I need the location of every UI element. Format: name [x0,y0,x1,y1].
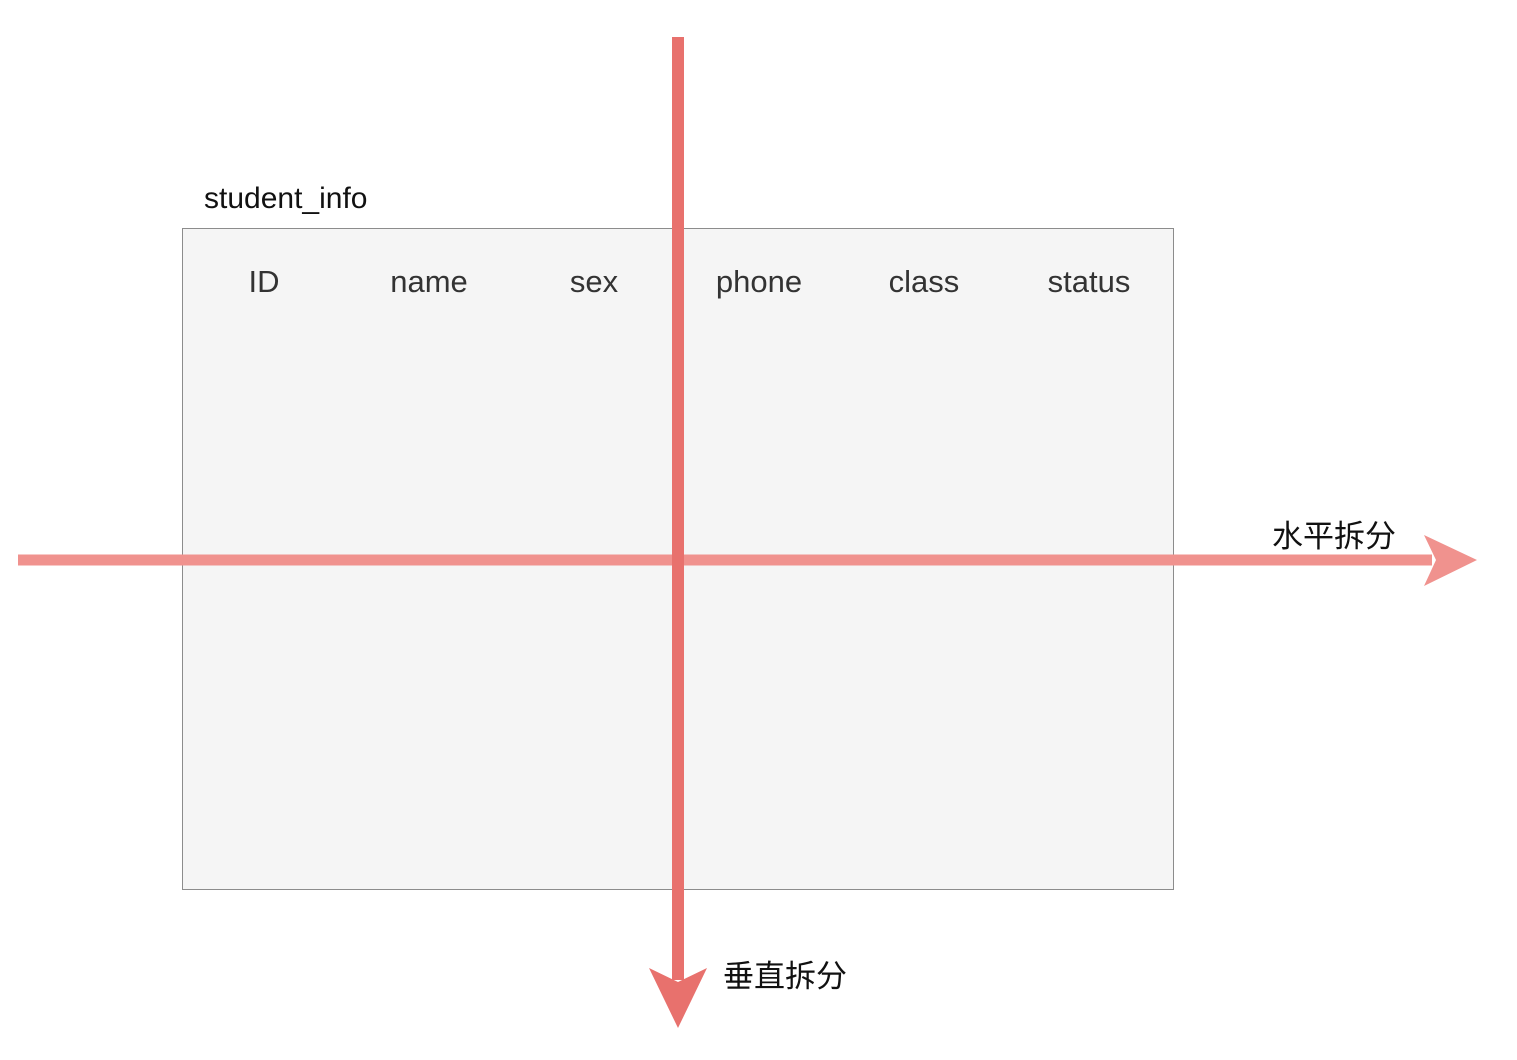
column-header-status: status [1047,264,1131,299]
horizontal-split-arrow [18,535,1477,586]
column-header-sex: sex [569,264,619,299]
column-header-phone: phone [715,264,803,299]
column-header-class: class [888,264,960,299]
horizontal-split-label: 水平拆分 [1272,519,1396,555]
column-header-id: ID [248,264,280,299]
table-title: student_info [204,182,368,215]
vertical-split-arrow [649,37,707,1028]
vertical-split-label: 垂直拆分 [723,959,847,995]
column-header-name: name [390,264,468,299]
